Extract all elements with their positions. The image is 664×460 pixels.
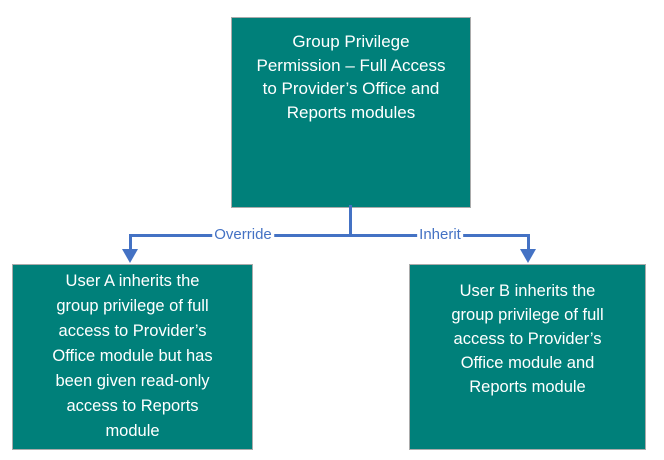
connector-drop-left bbox=[129, 234, 132, 251]
connector-stem bbox=[349, 205, 352, 236]
root-node-text: Group Privilege Permission – Full Access… bbox=[256, 32, 446, 122]
user-a-node-text: User A inherits the group privilege of f… bbox=[52, 272, 213, 440]
arrow-down-icon-right bbox=[520, 249, 536, 263]
connector-horizontal-rail bbox=[129, 234, 530, 237]
root-node-group-privilege: Group Privilege Permission – Full Access… bbox=[231, 17, 471, 208]
user-a-node: User A inherits the group privilege of f… bbox=[12, 264, 253, 450]
user-b-node-text: User B inherits the group privilege of f… bbox=[451, 282, 604, 396]
user-b-node: User B inherits the group privilege of f… bbox=[409, 264, 646, 450]
edge-label-inherit: Inherit bbox=[417, 224, 463, 245]
edge-label-override: Override bbox=[212, 224, 274, 245]
connector-drop-right bbox=[527, 234, 530, 251]
arrow-down-icon-left bbox=[122, 249, 138, 263]
